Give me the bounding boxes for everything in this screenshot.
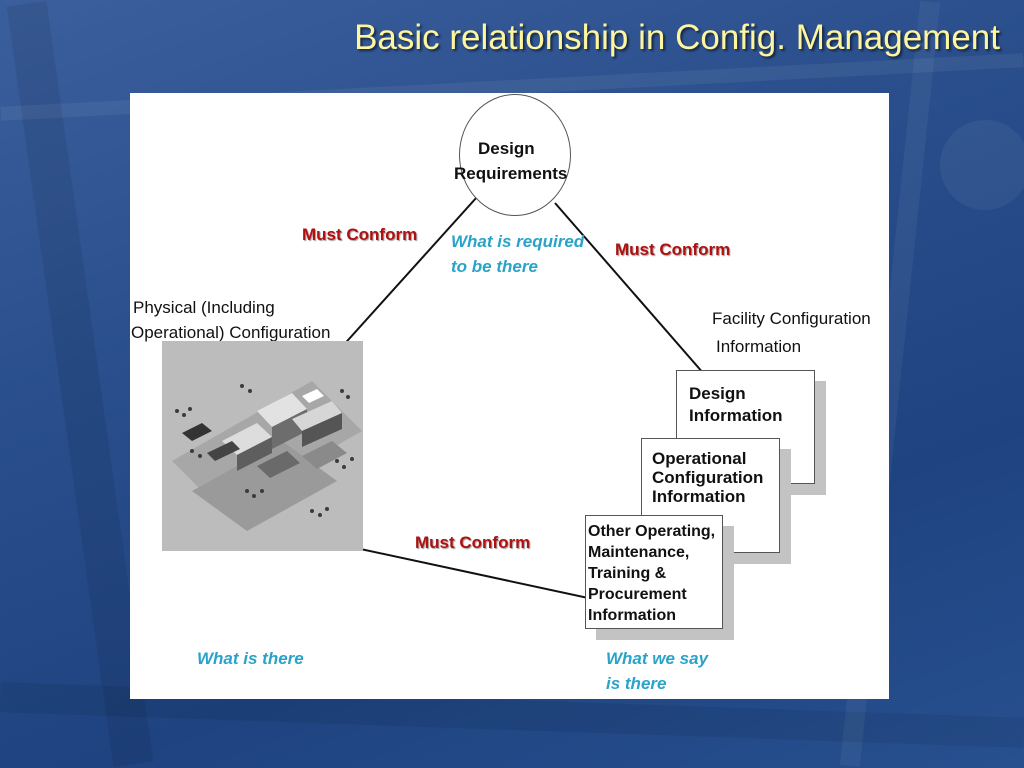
must-conform-bottom: Must Conform — [415, 533, 531, 552]
diagram-panel: Design Requirements Must Conform Must Co… — [130, 93, 889, 699]
connector-bottom — [327, 541, 631, 608]
industrial-facility-aerial-image — [162, 341, 363, 551]
top-caption: What is required to be there — [451, 232, 585, 276]
right-caption: What we say is there — [606, 649, 709, 693]
design-requirements-circle — [459, 94, 571, 216]
other-information-card: Other Operating, Maintenance, Training &… — [585, 515, 723, 629]
left-caption: What is there — [197, 649, 304, 668]
facility-configuration-label: Facility Configuration Information — [712, 309, 871, 356]
slide-title: Basic relationship in Config. Management — [354, 18, 1000, 57]
physical-configuration-label: Physical (Including Operational) Configu… — [131, 298, 331, 342]
connector-left — [339, 196, 478, 350]
must-conform-right: Must Conform — [615, 240, 731, 259]
connector-lines — [327, 196, 705, 608]
connector-right — [554, 202, 705, 375]
design-requirements-label: Design Requirements — [454, 139, 568, 183]
must-conform-left: Must Conform — [302, 225, 418, 244]
